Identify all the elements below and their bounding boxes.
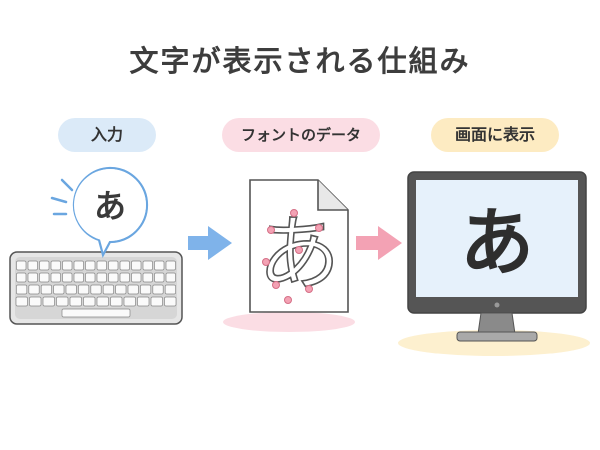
screen-glyph: あ: [460, 200, 534, 286]
keyboard-key: [119, 260, 130, 271]
keyboard-key: [27, 272, 38, 283]
keyboard-key: [29, 296, 42, 307]
keyboard-key: [50, 272, 61, 283]
keyboard-key: [96, 296, 109, 307]
keyboard-key: [131, 260, 142, 271]
step-label-input: 入力: [58, 118, 156, 152]
keyboard-key: [142, 272, 153, 283]
monitor-screen: [416, 180, 578, 297]
bubble-glyph: あ: [94, 187, 126, 225]
keyboard-key: [165, 260, 176, 271]
keyboard-key: [73, 260, 84, 271]
sparkle-lines: [50, 178, 74, 216]
keyboard-key: [62, 260, 73, 271]
keyboard-key: [123, 296, 136, 307]
keyboard-key: [69, 296, 82, 307]
arrow-right-icon: [356, 226, 402, 260]
keyboard-key: [16, 284, 28, 295]
keyboard-key: [42, 296, 55, 307]
keyboard-key: [108, 272, 119, 283]
keyboard-key: [27, 260, 38, 271]
keyboard-key: [108, 260, 119, 271]
monitor-icon: あ: [398, 171, 590, 356]
keyboard-key: [150, 296, 163, 307]
keyboard-key: [28, 284, 40, 295]
keyboard-keys: [15, 260, 177, 318]
keyboard-key: [164, 284, 176, 295]
speech-bubble: あ: [72, 166, 149, 258]
keyboard-key: [15, 296, 28, 307]
keyboard-spacebar: [61, 308, 131, 318]
keyboard-key: [154, 272, 165, 283]
keyboard-icon: [9, 251, 183, 325]
step-label-display: 画面に表示: [431, 118, 559, 152]
keyboard-key: [78, 284, 90, 295]
keyboard-key: [90, 284, 102, 295]
keyboard-key: [62, 272, 73, 283]
keyboard-key: [50, 260, 61, 271]
keyboard-key: [131, 272, 142, 283]
keyboard-key: [154, 260, 165, 271]
keyboard-key: [16, 272, 27, 283]
keyboard-key: [152, 284, 164, 295]
keyboard-key: [115, 284, 127, 295]
keyboard-key: [53, 284, 65, 295]
keyboard-key: [102, 284, 114, 295]
document-icon: あ: [223, 179, 355, 332]
control-points: [262, 209, 323, 304]
keyboard-key: [142, 260, 153, 271]
keyboard-key: [119, 272, 130, 283]
keyboard-key: [164, 296, 177, 307]
keyboard-key: [65, 284, 77, 295]
document-glyph: あ: [258, 207, 340, 302]
keyboard-key: [39, 272, 50, 283]
keyboard-key: [73, 272, 84, 283]
keyboard-key: [85, 260, 96, 271]
keyboard-key: [83, 296, 96, 307]
keyboard-key: [39, 260, 50, 271]
keyboard-key: [137, 296, 150, 307]
keyboard-key: [140, 284, 152, 295]
keyboard-key: [40, 284, 52, 295]
keyboard-key: [127, 284, 139, 295]
keyboard-key: [165, 272, 176, 283]
keyboard-key: [110, 296, 123, 307]
arrow-right-icon: [188, 226, 232, 260]
keyboard-key: [56, 296, 69, 307]
keyboard-key: [85, 272, 96, 283]
step-label-font-data: フォントのデータ: [222, 118, 380, 152]
keyboard-key: [96, 260, 107, 271]
keyboard-key: [96, 272, 107, 283]
page-title: 文字が表示される仕組み: [129, 44, 471, 78]
keyboard-key: [16, 260, 27, 271]
